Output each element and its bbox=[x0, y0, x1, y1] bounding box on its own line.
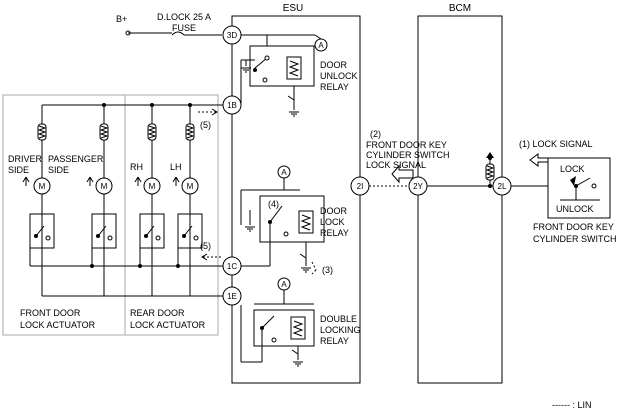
fuse-symbol bbox=[171, 31, 185, 36]
bplus-label: B+ bbox=[116, 14, 127, 24]
svg-text:M: M bbox=[101, 182, 108, 191]
svg-text:3D: 3D bbox=[227, 31, 237, 40]
svg-text:LOCK SIGNAL: LOCK SIGNAL bbox=[366, 160, 426, 170]
actuator-switch-rh bbox=[139, 213, 165, 249]
cylinder-switch: LOCK UNLOCK FRONT DOOR KEY CYLINDER SWIT… bbox=[511, 139, 617, 244]
actuator-switch-driver bbox=[29, 213, 55, 249]
esu-label: ESU bbox=[283, 3, 304, 14]
door-unlock-relay: A DOOR UNLOCK RELAY bbox=[240, 34, 358, 117]
bcm-box bbox=[417, 15, 503, 384]
svg-text:FRONT DOOR KEY: FRONT DOOR KEY bbox=[366, 140, 447, 150]
lock-signal-arrow bbox=[529, 153, 549, 167]
svg-text:RELAY: RELAY bbox=[320, 228, 349, 238]
svg-text:M: M bbox=[187, 182, 194, 191]
svg-text:CYLINDER SWITCH: CYLINDER SWITCH bbox=[366, 150, 450, 160]
svg-text:A: A bbox=[281, 280, 287, 289]
motor-rh: M bbox=[143, 177, 161, 195]
connector-3d: 3D bbox=[222, 25, 242, 45]
actuator-frame bbox=[2, 94, 219, 336]
front-group-label-2: LOCK ACTUATOR bbox=[20, 320, 96, 330]
esu-box bbox=[231, 15, 361, 384]
svg-text:2L: 2L bbox=[498, 182, 507, 191]
svg-text:(2): (2) bbox=[370, 129, 381, 139]
svg-text:DOUBLE: DOUBLE bbox=[320, 314, 357, 324]
svg-text:CYLINDER SWITCH: CYLINDER SWITCH bbox=[533, 234, 617, 244]
svg-text:M: M bbox=[149, 182, 156, 191]
svg-text:1B: 1B bbox=[227, 101, 237, 110]
fuse-name: D.LOCK 25 A bbox=[157, 12, 211, 22]
svg-text:(5): (5) bbox=[200, 241, 211, 251]
svg-text:LOCK: LOCK bbox=[320, 217, 345, 227]
door-lock-relay: A (4) (3) DOOR LOCK RELAY bbox=[240, 165, 349, 275]
motor-lh: M bbox=[181, 177, 199, 195]
rear-group-label-1: REAR DOOR bbox=[130, 308, 185, 318]
svg-text:A: A bbox=[318, 41, 324, 50]
switch-unlock-label: UNLOCK bbox=[556, 204, 594, 214]
svg-text:LOCKING: LOCKING bbox=[320, 325, 361, 335]
annotation-2: (2) FRONT DOOR KEY CYLINDER SWITCH LOCK … bbox=[366, 129, 450, 170]
switch-lock-label: LOCK bbox=[560, 164, 585, 174]
svg-text:RELAY: RELAY bbox=[320, 82, 349, 92]
lin-legend: ------ : LIN bbox=[552, 400, 592, 410]
annotation-5-top: (5) bbox=[198, 108, 218, 130]
actuator-resistor-passenger bbox=[99, 123, 109, 141]
connector-2i: 2I bbox=[350, 176, 370, 196]
svg-text:1E: 1E bbox=[227, 292, 237, 301]
connector-1c: 1C bbox=[222, 256, 242, 276]
actuator-switch-lh bbox=[177, 213, 203, 249]
annotation-3: (3) bbox=[322, 265, 333, 275]
lh-label: LH bbox=[170, 162, 182, 172]
connector-1b: 1B bbox=[222, 95, 242, 115]
svg-text:2I: 2I bbox=[357, 182, 364, 191]
svg-text:UNLOCK: UNLOCK bbox=[320, 71, 358, 81]
bcm-internal bbox=[427, 152, 495, 188]
connector-1e: 1E bbox=[222, 286, 242, 306]
motor-driver: M bbox=[33, 177, 51, 195]
fuse-word: FUSE bbox=[172, 23, 196, 33]
annotation-1: (1) LOCK SIGNAL bbox=[519, 139, 593, 149]
actuator-resistor-rh bbox=[147, 123, 157, 141]
connector-2y: 2Y bbox=[408, 176, 428, 196]
connector-2l: 2L bbox=[492, 176, 512, 196]
motor-passenger: M bbox=[95, 177, 113, 195]
driver-side-label-2: SIDE bbox=[8, 165, 29, 175]
svg-text:2Y: 2Y bbox=[413, 182, 423, 191]
lin-direction-arrow bbox=[391, 164, 414, 184]
svg-text:FRONT DOOR KEY: FRONT DOOR KEY bbox=[533, 222, 614, 232]
rh-label: RH bbox=[130, 162, 143, 172]
actuator-resistor-driver bbox=[37, 123, 47, 141]
rear-group-label-2: LOCK ACTUATOR bbox=[130, 320, 206, 330]
svg-text:M: M bbox=[39, 182, 46, 191]
double-locking-relay: A DOUBLE LOCKING RELAY bbox=[240, 277, 361, 367]
svg-text:1C: 1C bbox=[227, 262, 237, 271]
front-group-label-1: FRONT DOOR bbox=[20, 308, 81, 318]
passenger-side-label-2: SIDE bbox=[48, 165, 69, 175]
annotation-5-bottom: (5) bbox=[200, 241, 221, 261]
bcm-label: BCM bbox=[449, 3, 471, 14]
actuator-switch-passenger bbox=[91, 213, 117, 249]
annotation-4: (4) bbox=[268, 199, 279, 209]
driver-side-label-1: DRIVER bbox=[8, 154, 43, 164]
svg-text:(5): (5) bbox=[200, 120, 211, 130]
power-input: B+ D.LOCK 25 A FUSE bbox=[116, 12, 222, 36]
svg-text:DOOR: DOOR bbox=[320, 206, 348, 216]
svg-text:RELAY: RELAY bbox=[320, 336, 349, 346]
actuator-resistor-lh bbox=[185, 123, 195, 141]
svg-text:DOOR: DOOR bbox=[320, 60, 348, 70]
svg-text:A: A bbox=[281, 168, 287, 177]
passenger-side-label-1: PASSENGER bbox=[48, 154, 104, 164]
